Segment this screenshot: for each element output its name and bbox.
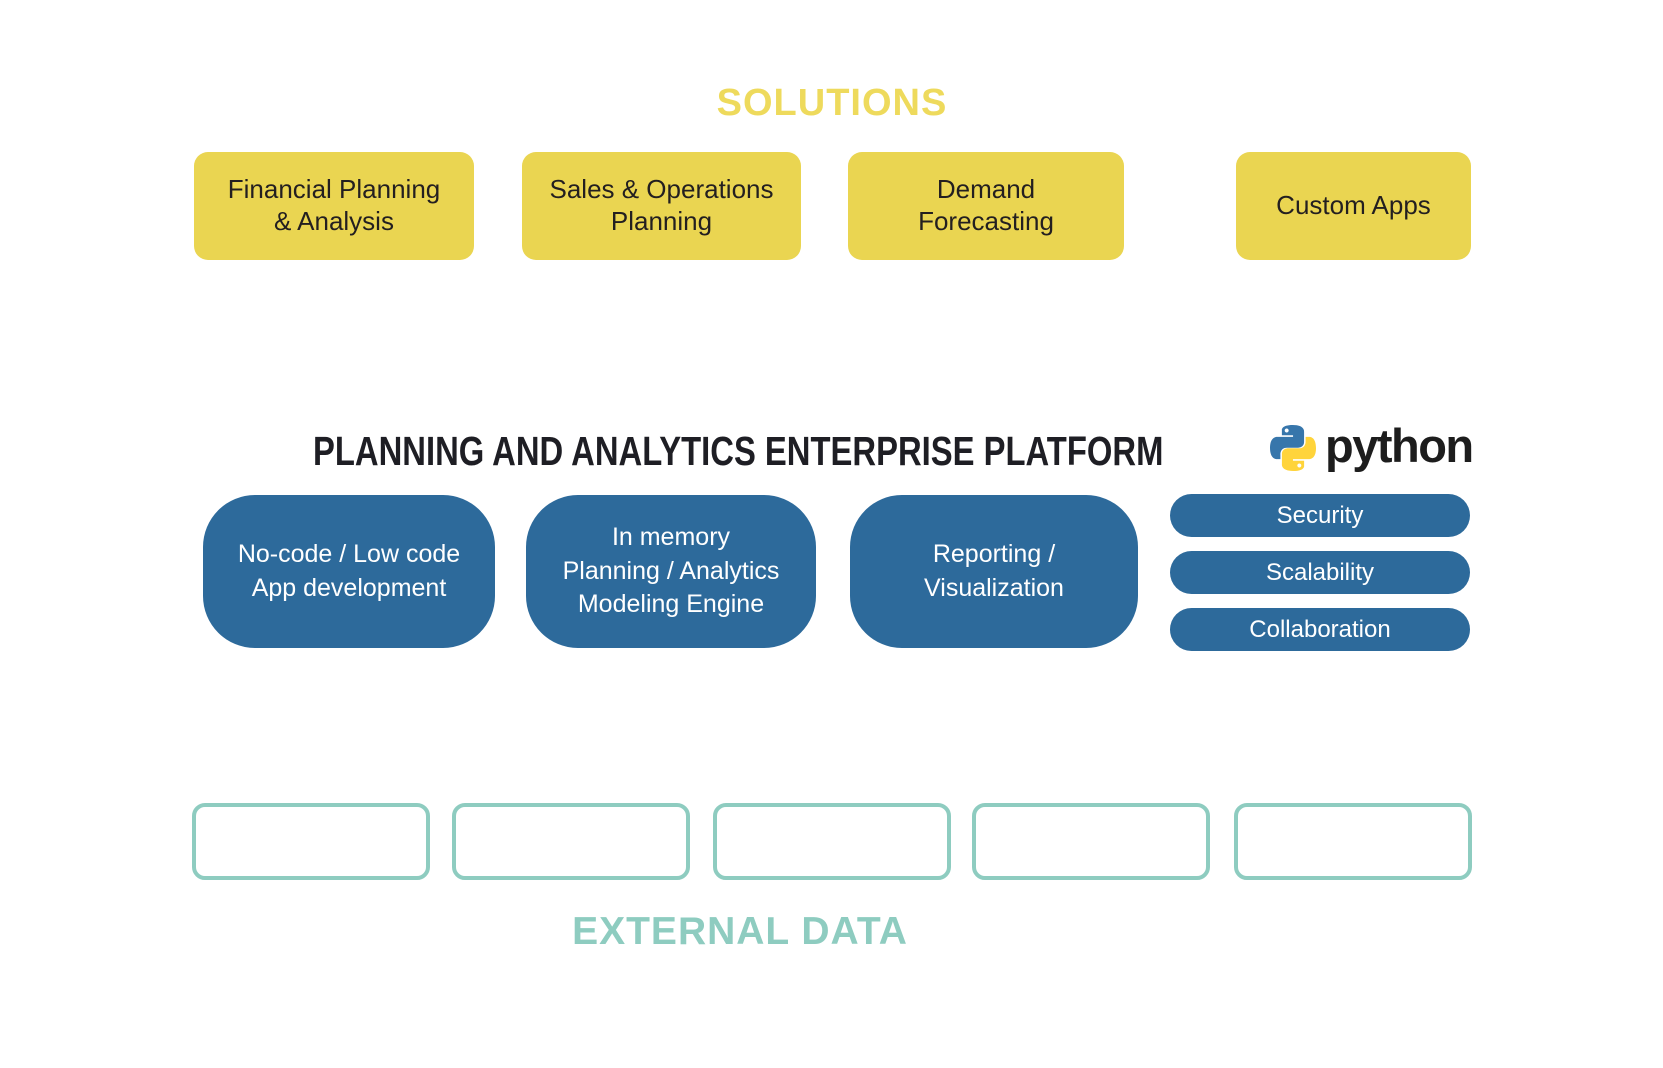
external-data-slot [713, 803, 951, 880]
solution-box-custom-apps: Custom Apps [1236, 152, 1471, 260]
capability-pill-scalability: Scalability [1170, 551, 1470, 594]
solutions-heading: SOLUTIONS [716, 82, 948, 124]
platform-heading: PLANNING AND ANALYTICS ENTERPRISE PLATFO… [313, 428, 1164, 474]
external-data-slot [452, 803, 690, 880]
python-wordmark: python [1325, 418, 1474, 472]
solution-box-demand-forecasting: Demand Forecasting [848, 152, 1124, 260]
platform-module-reporting-visualization: Reporting / Visualization [850, 495, 1138, 648]
external-data-slot [192, 803, 430, 880]
capability-pill-security: Security [1170, 494, 1470, 537]
external-data-slot [972, 803, 1210, 880]
platform-module-modeling-engine: In memory Planning / Analytics Modeling … [526, 495, 816, 648]
external-data-slot [1234, 803, 1472, 880]
solution-box-financial-planning: Financial Planning & Analysis [194, 152, 474, 260]
python-brand: python [1270, 418, 1474, 474]
external-data-heading: EXTERNAL DATA [572, 910, 908, 953]
capability-pill-collaboration: Collaboration [1170, 608, 1470, 651]
platform-module-no-code-low-code: No-code / Low code App development [203, 495, 495, 648]
python-logo-icon [1270, 425, 1316, 471]
solution-box-sales-operations: Sales & Operations Planning [522, 152, 801, 260]
